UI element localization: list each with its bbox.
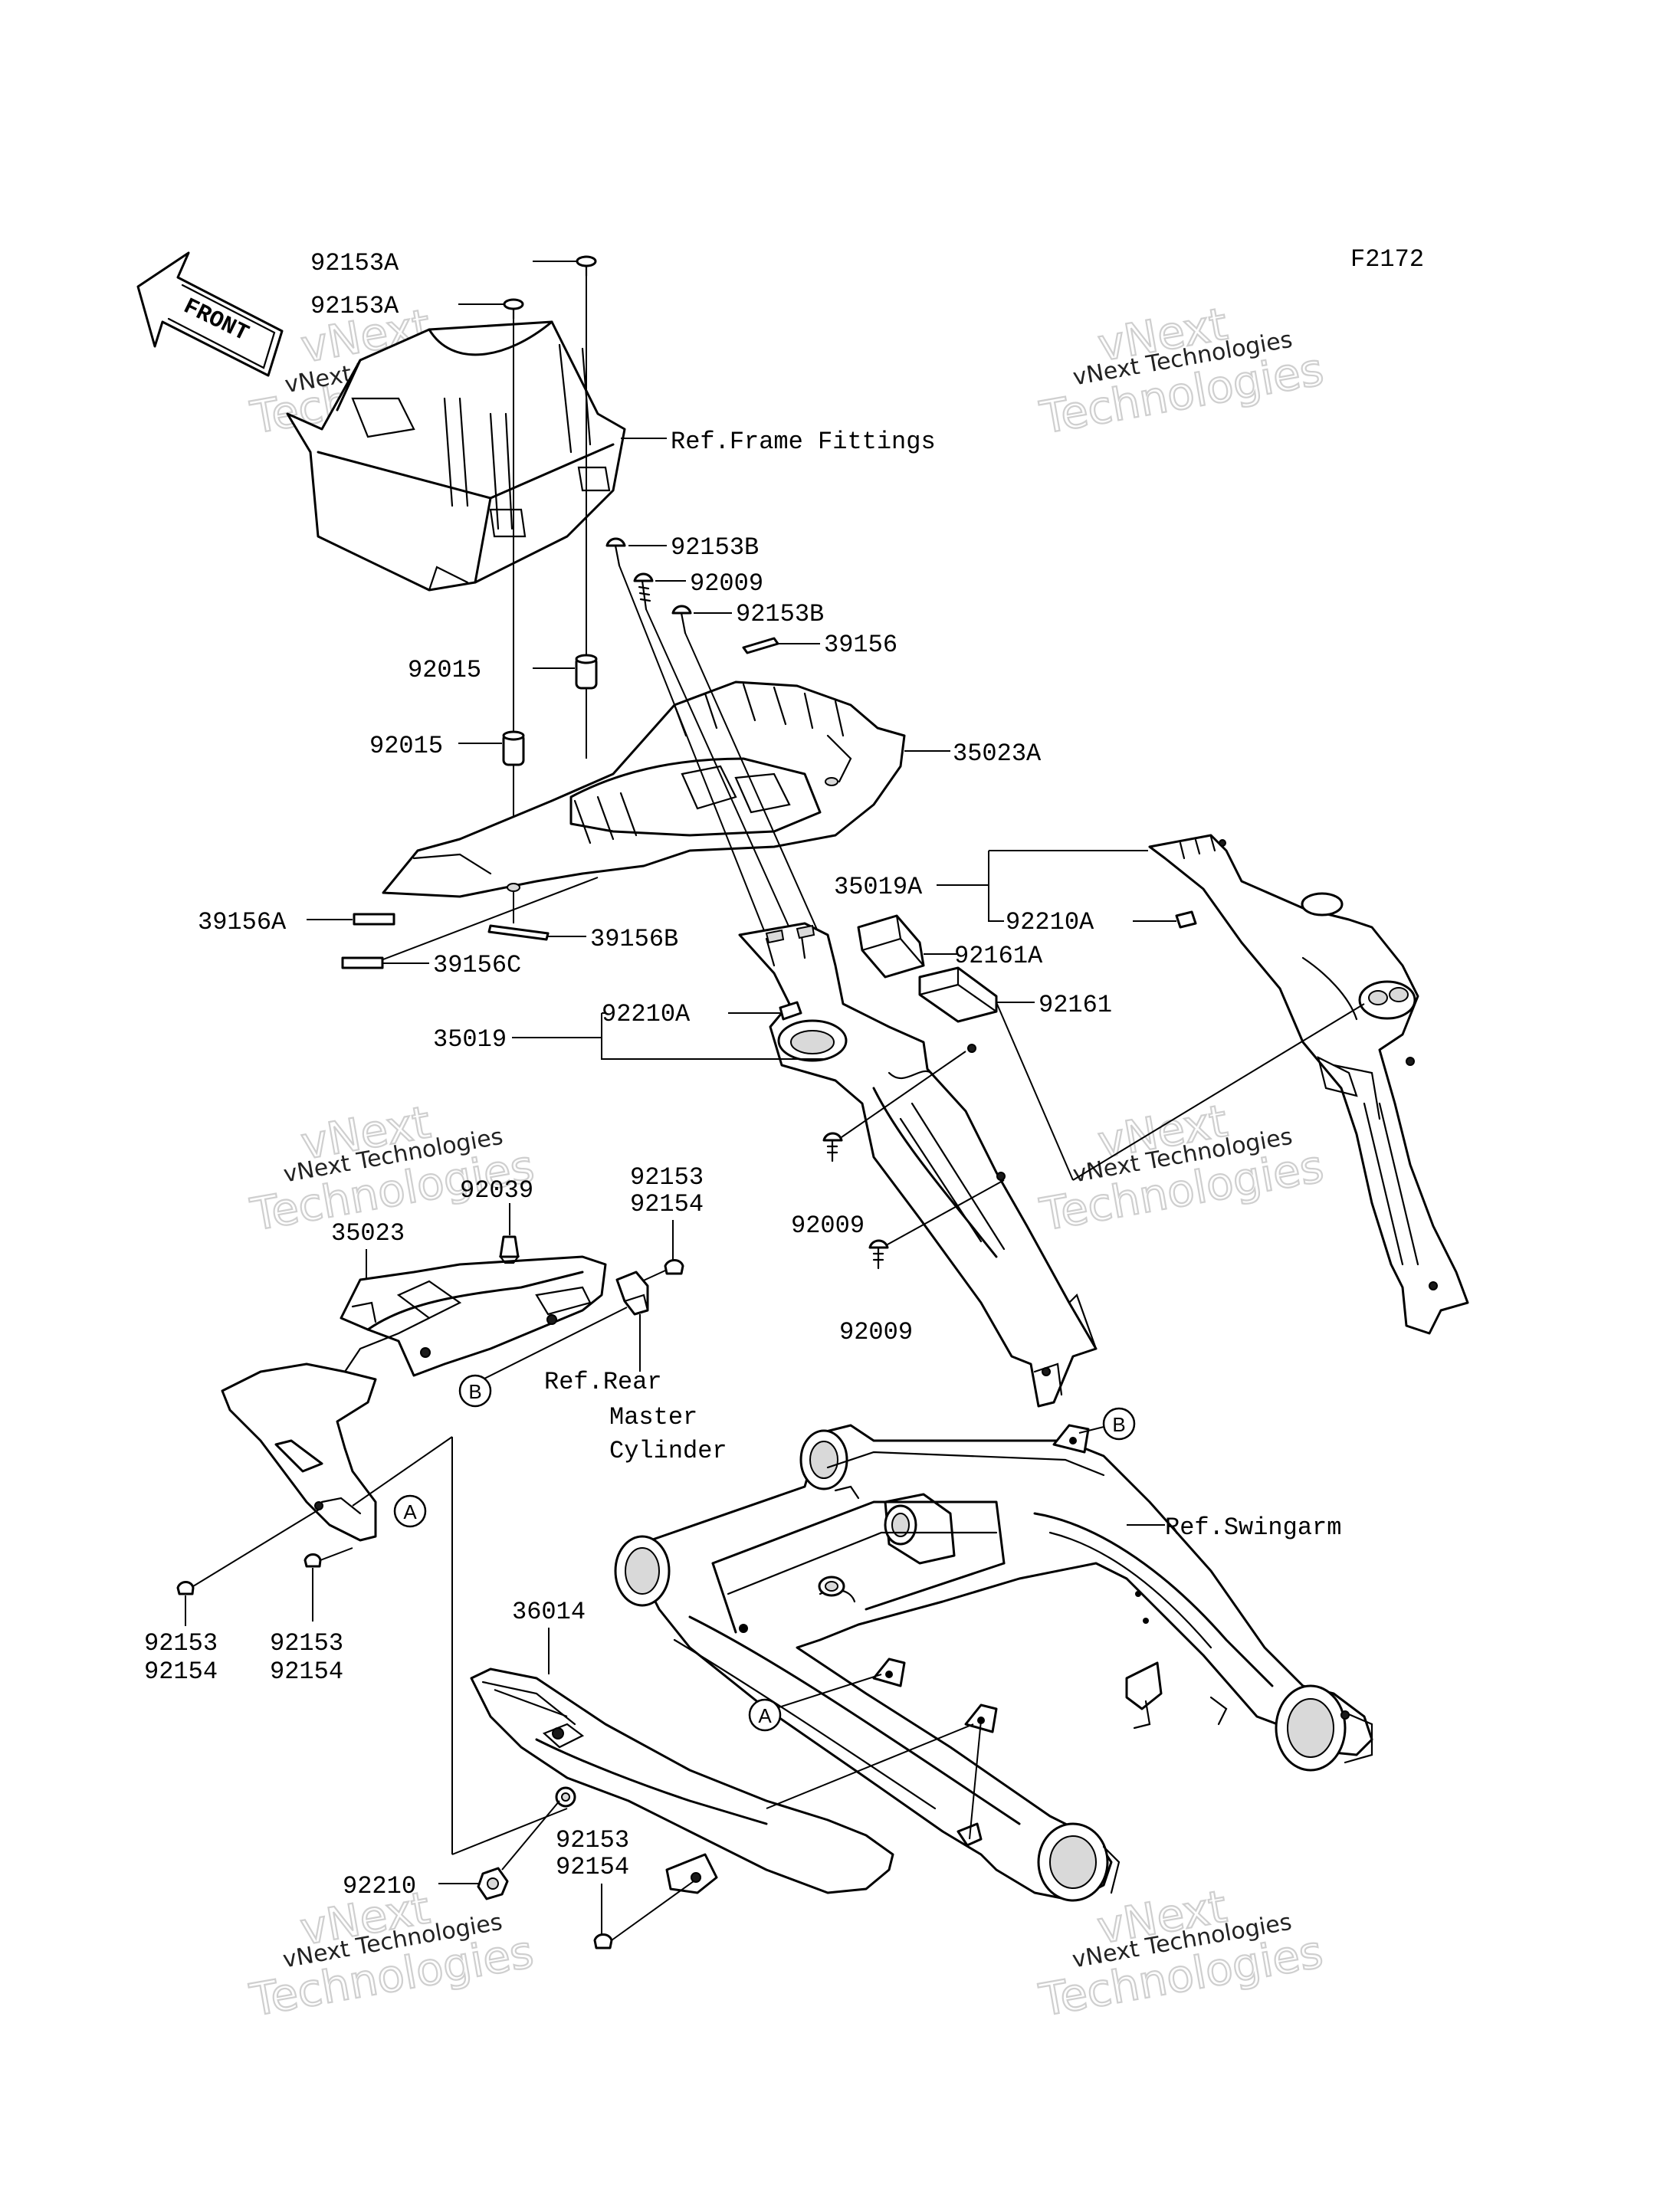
- label-92153A-top: 92153A: [310, 249, 399, 277]
- screw-92153-92154-upper: 92153 92154: [474, 1163, 704, 1384]
- callout-a-upper-text: A: [403, 1500, 417, 1523]
- label-92153-bottom: 92153: [556, 1826, 629, 1854]
- label-92153-upper: 92153: [630, 1163, 704, 1192]
- label-35023: 35023: [331, 1219, 405, 1248]
- screw-92009-c: 92009: [839, 1179, 1005, 1346]
- label-92161A: 92161A: [954, 942, 1043, 970]
- screw-92153A-second: 92153A: [310, 292, 524, 736]
- screw-92153-92154-left-a: 92153 92154: [144, 1509, 320, 1686]
- decal-39156: 39156: [742, 631, 897, 659]
- figure-id: F2172: [1350, 245, 1424, 274]
- watermark-top-right: vNext Technologies vNext Technologies: [1035, 297, 1328, 444]
- grommet-92015-a: 92015: [408, 654, 598, 759]
- label-92153B-b: 92153B: [736, 600, 824, 628]
- ref-master-label: Master: [609, 1403, 697, 1431]
- rear-fender-upper-35023A: 35023A: [382, 680, 1042, 898]
- label-92009-b: 92009: [791, 1212, 865, 1240]
- watermark-middle-right: vNext Technologies vNext Technologies: [1035, 1094, 1328, 1241]
- callout-b-right: B: [1078, 1407, 1136, 1441]
- decal-39156A: 39156A: [198, 908, 395, 936]
- callout-a-upper: A: [393, 1494, 427, 1528]
- label-92015-b: 92015: [369, 732, 443, 760]
- screw-92153-92154-left-b: 92153 92154: [270, 1547, 353, 1686]
- label-92161: 92161: [1039, 991, 1112, 1019]
- label-35019-group: 35019: [433, 1012, 828, 1060]
- label-92210: 92210: [343, 1872, 416, 1900]
- label-92154-left-b: 92154: [270, 1658, 343, 1686]
- screw-92153B-a: 92153B: [605, 533, 767, 937]
- pad-92161: 92161: [918, 966, 1112, 1023]
- label-92009-a: 92009: [690, 569, 763, 598]
- front-arrow-icon: FRONT: [136, 251, 284, 377]
- chain-cover-36014: [470, 1667, 982, 1894]
- label-92009-c: 92009: [839, 1318, 913, 1346]
- label-92153-left-a: 92153: [144, 1629, 218, 1658]
- ref-swingarm-label: Ref.Swingarm: [1165, 1513, 1341, 1542]
- callout-a-lower-text: A: [758, 1704, 772, 1727]
- chain-guard-upper: [221, 1317, 568, 1855]
- ref-cylinder-label: Cylinder: [609, 1437, 727, 1465]
- under-seat-tray: [286, 320, 626, 592]
- watermark-middle-left: vNext Technologies vNext Technologies: [246, 1095, 539, 1241]
- ref-swingarm-group: Ref.Swingarm: [1127, 1513, 1341, 1542]
- ref-rear-master-cylinder: Ref.Rear Master Cylinder: [544, 1368, 727, 1465]
- screw-92153B-b: 92153B: [671, 600, 824, 937]
- clip-92039: 92039: [460, 1176, 533, 1264]
- label-92154-left-a: 92154: [144, 1658, 218, 1686]
- label-36014: 36014: [512, 1598, 586, 1626]
- screw-92009-a: 92009: [633, 569, 794, 937]
- label-92210A-center: 92210A: [602, 1000, 691, 1028]
- label-35019A-group: 35019A: [834, 850, 1148, 922]
- ref-frame-fittings-label: Ref.Frame Fittings: [671, 428, 936, 456]
- swingarm: [614, 1424, 1373, 1902]
- label-39156A: 39156A: [198, 908, 287, 936]
- label-92153-left-b: 92153: [270, 1629, 343, 1658]
- ref-rear-label: Ref.Rear: [544, 1368, 662, 1396]
- label-36014-group: 36014: [512, 1598, 586, 1674]
- label-92153B-a: 92153B: [671, 533, 759, 562]
- callout-b-right-text: B: [1112, 1413, 1125, 1436]
- label-92154-upper: 92154: [630, 1190, 704, 1218]
- screw-92009-b: 92009: [791, 1051, 966, 1240]
- label-92039: 92039: [460, 1176, 533, 1205]
- label-35019A: 35019A: [834, 873, 923, 901]
- label-39156C: 39156C: [433, 951, 521, 979]
- callout-b-left-text: B: [468, 1380, 481, 1403]
- label-35023-group: 35023: [331, 1219, 405, 1280]
- screw-92153A-top: 92153A: [310, 249, 597, 659]
- nut-92210A-center: 92210A: [602, 1000, 802, 1028]
- decal-39156B: 39156B: [487, 924, 678, 953]
- label-92015-a: 92015: [408, 656, 481, 684]
- fender-bracket-35019: [738, 922, 1098, 1408]
- decal-39156C: 39156C: [341, 951, 521, 979]
- pad-92161A: 92161A: [857, 914, 1043, 979]
- label-92210A-right: 92210A: [1006, 908, 1094, 936]
- callout-b-left: B: [458, 1374, 492, 1408]
- label-39156B: 39156B: [590, 925, 678, 953]
- nut-92210A-right: 92210A: [1006, 908, 1197, 936]
- nut-92210: 92210: [343, 1800, 560, 1900]
- label-35019: 35019: [433, 1025, 507, 1054]
- screw-92153-92154-bottom: 92153 92154: [556, 1826, 694, 1949]
- rear-hugger-35023: [340, 1255, 607, 1377]
- label-39156: 39156: [824, 631, 897, 659]
- label-92154-bottom: 92154: [556, 1853, 629, 1881]
- fender-bracket-35019A: [1148, 834, 1469, 1335]
- label-92153A-second: 92153A: [310, 292, 399, 320]
- label-35023A: 35023A: [953, 739, 1042, 768]
- callout-a-lower: A: [748, 1674, 882, 1732]
